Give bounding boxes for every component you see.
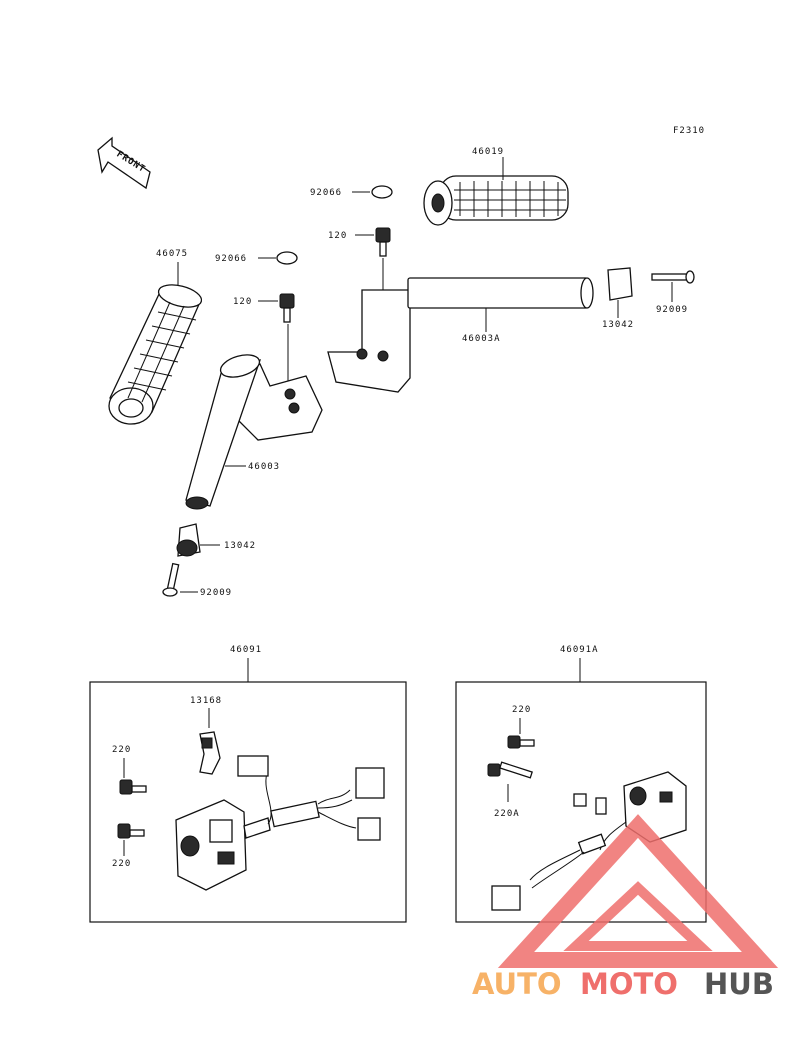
- label-220-right: 220: [512, 705, 531, 715]
- watermark-moto: MOTO: [580, 967, 678, 1001]
- watermark-hub: HUB: [704, 967, 774, 1001]
- label-92066-lower: 92066: [215, 254, 247, 264]
- label-92009-upper: 92009: [656, 305, 688, 315]
- figure-code: F2310: [673, 126, 705, 136]
- label-220-lower: 220: [112, 859, 131, 869]
- watermark-auto: AUTO: [472, 967, 562, 1001]
- screw-220-right: [507, 735, 535, 749]
- screw-220-lower: [117, 823, 145, 839]
- bar-end-13042-upper: [607, 267, 633, 301]
- handlebar-46003: [185, 354, 323, 510]
- label-46003: 46003: [248, 462, 280, 472]
- lever-13168: [199, 731, 221, 775]
- screw-92009-lower: [162, 562, 180, 597]
- label-220A: 220A: [494, 809, 520, 819]
- switch-box-46091: [89, 681, 407, 923]
- label-46019: 46019: [472, 147, 504, 157]
- label-13042-lower: 13042: [224, 541, 256, 551]
- grip-46075: [108, 284, 203, 425]
- bolt-120-lower: [279, 293, 295, 323]
- label-92009-lower: 92009: [200, 588, 232, 598]
- screw-220A: [487, 761, 533, 779]
- switch-housing-left: [175, 755, 385, 891]
- screw-92009-upper: [651, 270, 695, 284]
- screw-220-upper: [119, 779, 147, 795]
- label-46091A: 46091A: [560, 645, 599, 655]
- handlebar-46003A: [327, 277, 594, 393]
- label-120-lower: 120: [233, 297, 252, 307]
- washer-92066-lower: [276, 251, 298, 265]
- bar-end-13042-lower: [176, 523, 201, 557]
- label-46091: 46091: [230, 645, 262, 655]
- switch-box-46091A: [455, 681, 707, 923]
- label-46075: 46075: [156, 249, 188, 259]
- bolt-120-upper: [375, 227, 391, 257]
- label-13042-upper: 13042: [602, 320, 634, 330]
- label-220-upper: 220: [112, 745, 131, 755]
- label-13168: 13168: [190, 696, 222, 706]
- label-46003A: 46003A: [462, 334, 501, 344]
- grip-46019: [423, 175, 569, 226]
- washer-92066-upper: [371, 185, 393, 199]
- label-120-upper: 120: [328, 231, 347, 241]
- label-92066-upper: 92066: [310, 188, 342, 198]
- automotohub-logo-watermark: AUTO MOTO HUB: [472, 814, 779, 1001]
- front-arrow-icon: FRONT: [97, 136, 151, 190]
